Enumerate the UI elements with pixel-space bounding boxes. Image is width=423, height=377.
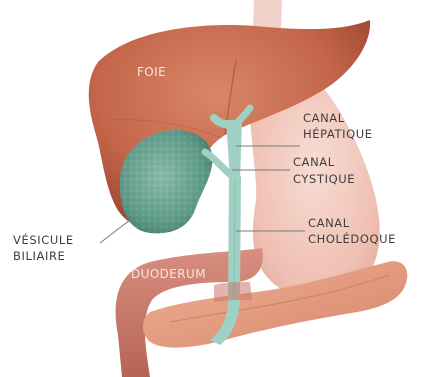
label-vesicule-biliaire-line2: BILIAIRE <box>13 249 65 263</box>
label-canal-cystique-line2: CYSTIQUE <box>293 172 355 186</box>
label-canal-hepatique-line2: HÉPATIQUE <box>303 126 373 141</box>
label-canal-choledoque-line1: CANAL <box>308 216 350 230</box>
label-foie: FOIE <box>137 65 166 79</box>
label-canal-hepatique-line1: CANAL <box>303 111 345 125</box>
label-canal-choledoque-line2: CHOLÉDOQUE <box>308 231 396 246</box>
leader-vesicule-biliaire <box>100 220 130 243</box>
label-vesicule-biliaire-line1: VÉSICULE <box>13 232 74 247</box>
label-duodenum: DUODERUM <box>131 267 206 281</box>
label-canal-cystique-line1: CANAL <box>293 155 335 169</box>
